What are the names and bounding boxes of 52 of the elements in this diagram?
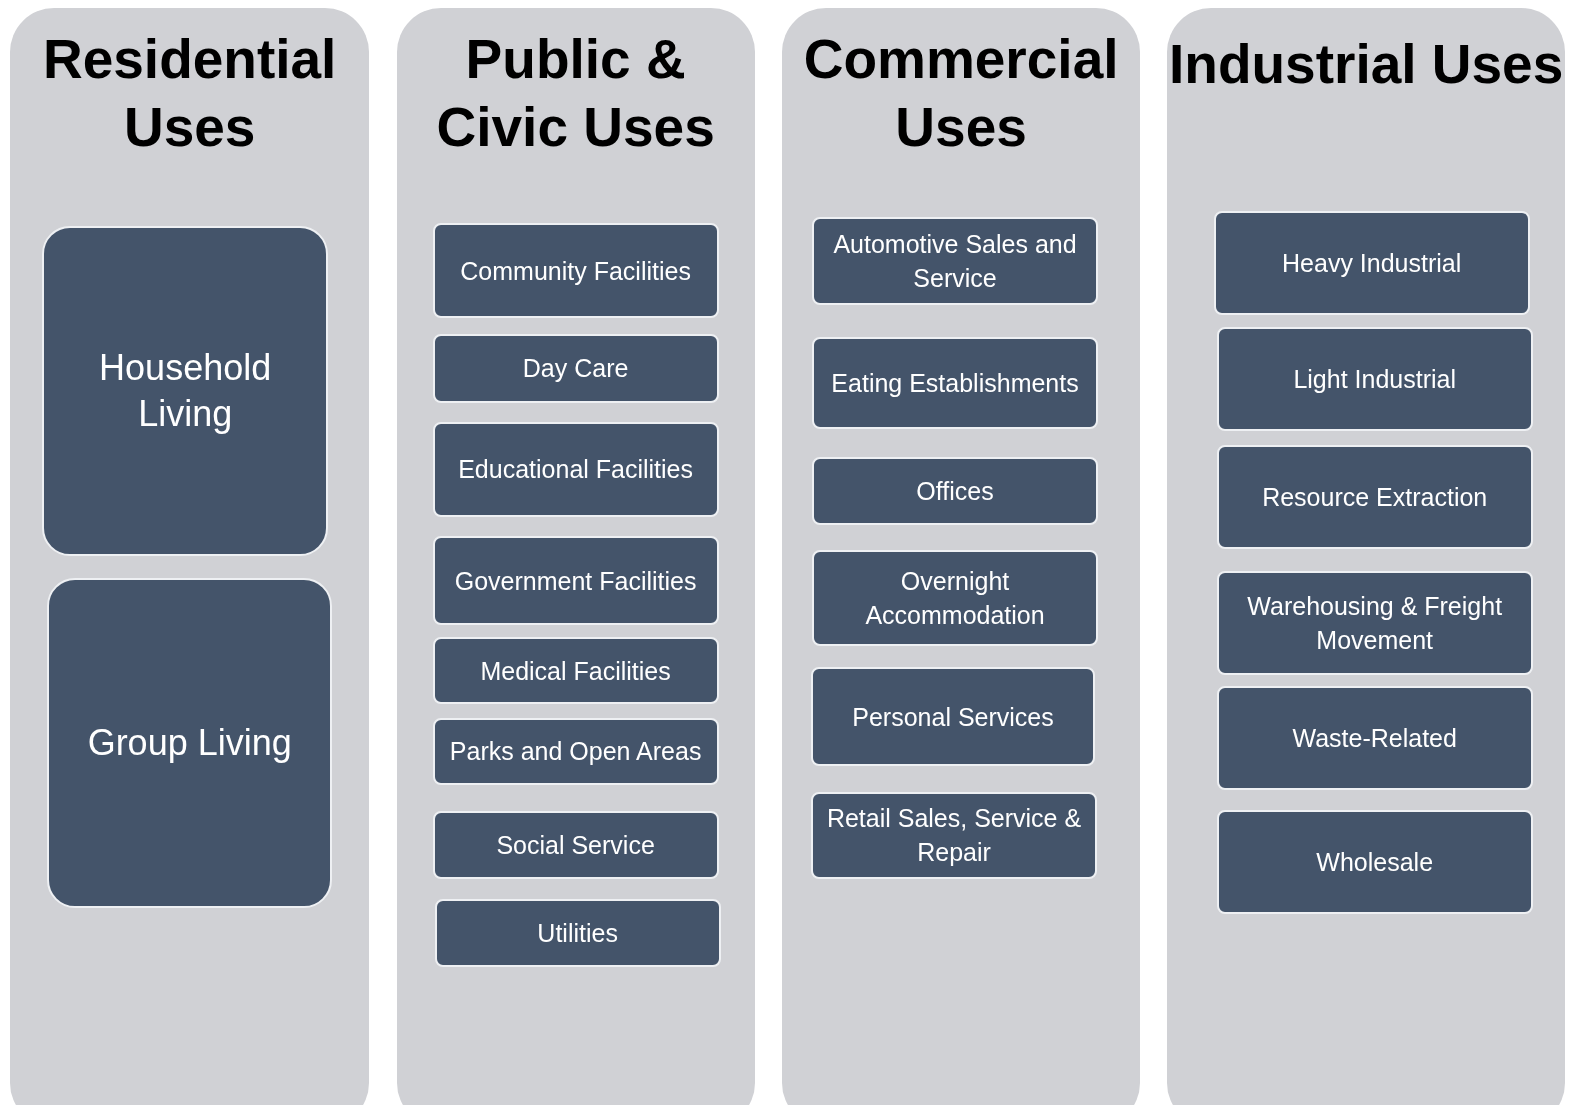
category-column: [781, 8, 1141, 1105]
use-category-box: [812, 456, 1098, 526]
category-label: Educational Facilities: [457, 454, 695, 486]
category-label: Personal Services: [851, 701, 1055, 733]
category-label: Community Facilities: [459, 255, 692, 287]
use-category-box: [434, 898, 721, 968]
use-category-box: [42, 226, 329, 556]
use-category-box: [1216, 686, 1533, 790]
use-category-box: [432, 717, 719, 785]
category-column: [1167, 8, 1565, 1105]
category-label: Utilities: [536, 917, 619, 949]
category-label: Wholesale: [1315, 846, 1435, 878]
category-label: Overnight Accommodation: [864, 566, 1046, 632]
use-category-box: [432, 536, 719, 625]
category-label: Household Living: [98, 345, 273, 436]
use-category-box: [47, 577, 333, 908]
column-heading: Commercial Uses: [802, 27, 1120, 161]
column-heading: Public & Civic Uses: [435, 27, 716, 161]
use-category-box: [432, 223, 719, 318]
category-column: [10, 8, 370, 1105]
category-label: Offices: [915, 476, 995, 508]
use-category-box: [432, 811, 719, 879]
use-category-box: [812, 550, 1098, 647]
column-heading: Residential Uses: [41, 27, 338, 161]
category-label: Retail Sales, Service & Repair: [825, 803, 1083, 869]
category-label: Light Industrial: [1292, 363, 1457, 395]
category-label: Government Facilities: [453, 565, 698, 597]
category-label: Automotive Sales and Service: [832, 229, 1078, 295]
use-category-box: [812, 337, 1098, 429]
category-label: Heavy Industrial: [1281, 248, 1463, 280]
use-category-box: [812, 217, 1098, 305]
use-category-box: [1216, 444, 1533, 550]
category-label: Resource Extraction: [1261, 482, 1489, 514]
category-label: Warehousing & Freight Movement: [1246, 590, 1504, 656]
use-category-box: [1213, 211, 1530, 315]
category-label: Social Service: [495, 829, 656, 861]
category-label: Eating Establishments: [830, 367, 1080, 399]
use-category-box: [1216, 570, 1533, 676]
category-label: Day Care: [521, 353, 630, 385]
category-label: Parks and Open Areas: [448, 736, 703, 768]
category-label: Waste-Related: [1291, 723, 1458, 755]
category-label: Group Living: [86, 720, 293, 765]
use-category-box: [811, 667, 1095, 766]
category-column: [396, 8, 755, 1105]
use-category-box: [432, 421, 719, 518]
use-category-box: [1216, 327, 1533, 431]
category-label: Medical Facilities: [479, 655, 672, 687]
use-category-box: [432, 334, 719, 403]
column-heading: Industrial Uses: [1168, 32, 1565, 98]
use-category-box: [811, 792, 1097, 879]
use-category-box: [1216, 810, 1533, 914]
use-category-box: [432, 637, 719, 705]
